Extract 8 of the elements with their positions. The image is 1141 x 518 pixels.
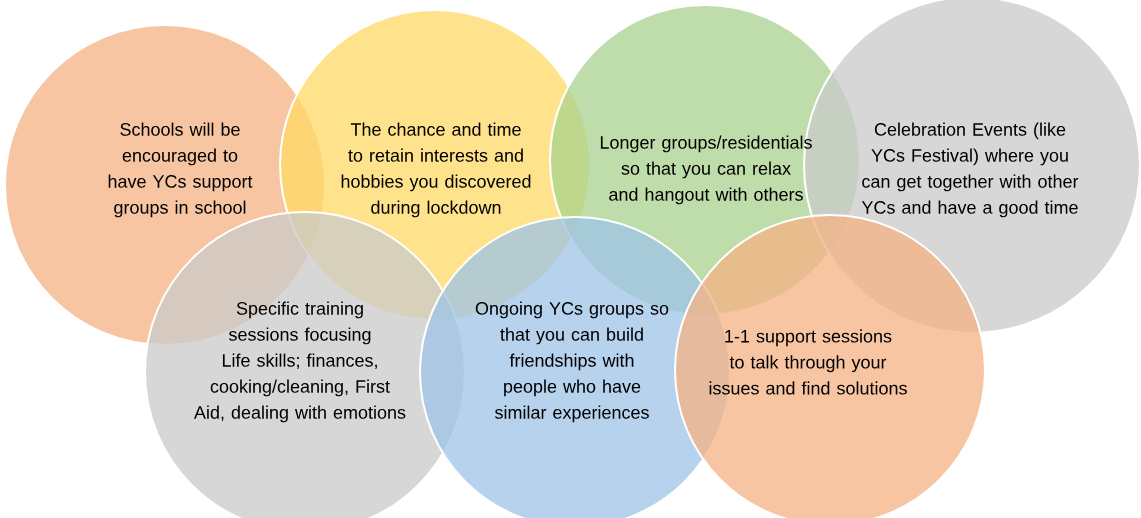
circle-text: Celebration Events (like YCs Festival) where you can get together with other YCs and have a good time <box>861 122 1079 218</box>
circle-text: Ongoing YCs groups so that you can build friendships with people who have similar experiences <box>475 301 669 423</box>
circle-text: Longer groups/residentials so that you can relax and hangout with others <box>600 135 812 205</box>
circle-text: Schools will be encouraged to have YCs support groups in school <box>108 122 253 218</box>
circle-text: Specific training sessions focusing Life skills; finances, cooking/cleaning, First Aid, dealing with emotions <box>194 301 406 423</box>
circle-text: 1-1 support sessions to talk through your issues and find solutions <box>709 329 907 395</box>
circle <box>674 214 986 518</box>
circle-text: The chance and time to retain interests and hobbies you discovered during lockdown <box>341 122 531 218</box>
